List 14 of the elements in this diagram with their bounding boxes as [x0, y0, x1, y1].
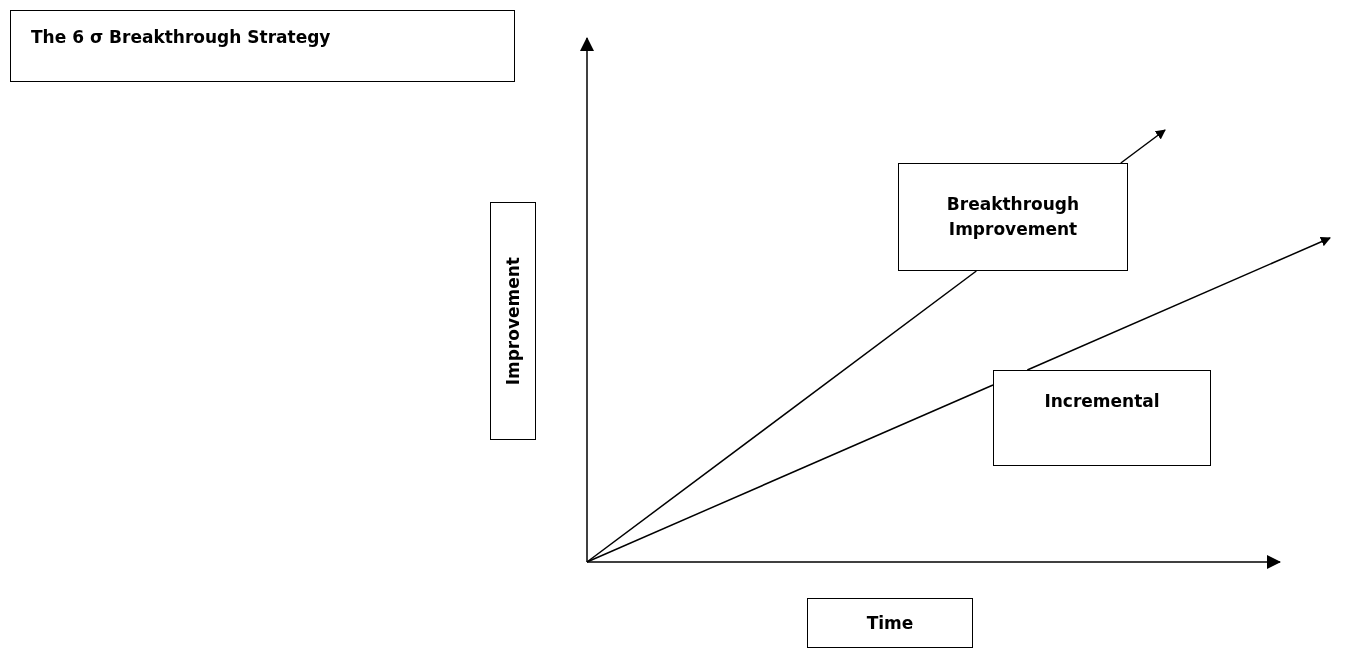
arrow [1026, 237, 1331, 371]
label-box [898, 163, 1128, 271]
box-label: Incremental [1044, 390, 1160, 413]
label-box [993, 370, 1211, 466]
line [586, 384, 994, 563]
box-label: Improvement [501, 256, 524, 386]
axis-label-box [490, 202, 536, 440]
title-box [10, 10, 515, 82]
arrow [1120, 129, 1166, 164]
box-label: Breakthrough Improvement [945, 193, 1081, 241]
axis-label-box [807, 598, 973, 648]
line [586, 270, 978, 563]
box-label: The 6 σ Breakthrough Strategy [31, 26, 331, 49]
box-label: Time [866, 611, 914, 635]
